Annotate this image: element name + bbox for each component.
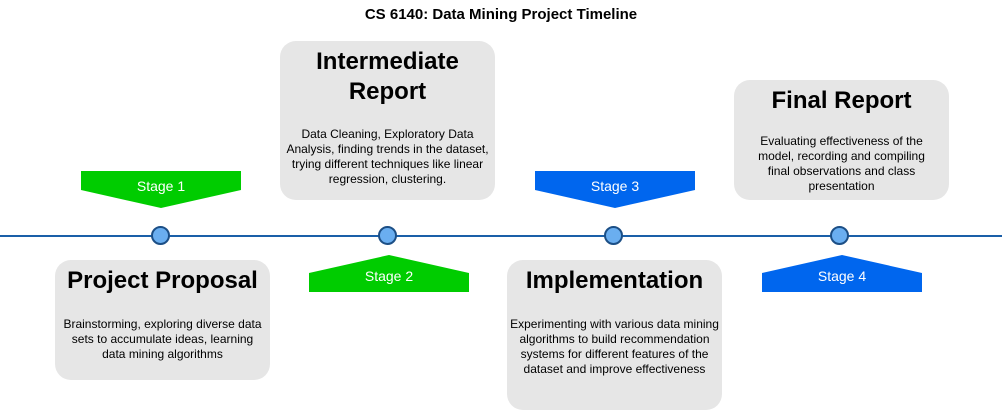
stage-1-card: Project Proposal Brainstorming, explorin…	[55, 260, 270, 380]
stage-2-marker: Stage 2	[309, 255, 469, 292]
stage-3-description: Experimenting with various data mining a…	[510, 317, 719, 376]
stage-1-description: Brainstorming, exploring diverse data se…	[63, 317, 262, 361]
stage-4-marker: Stage 4	[762, 255, 922, 292]
stage-4-description: Evaluating effectiveness of the model, r…	[758, 134, 925, 193]
timeline-node-stage-4	[830, 226, 849, 245]
stage-3-marker-shape	[535, 171, 695, 208]
stage-2-card: Intermediate Report Data Cleaning, Explo…	[280, 41, 495, 200]
timeline-line	[0, 235, 1002, 237]
timeline-node-stage-2	[378, 226, 397, 245]
stage-1-marker: Stage 1	[81, 171, 241, 208]
stage-1-title: Project Proposal	[67, 267, 258, 294]
stage-2-marker-shape	[309, 255, 469, 292]
stage-4-title: Final Report	[771, 87, 912, 114]
timeline-node-stage-3	[604, 226, 623, 245]
stage-2-label: Stage 2	[364, 268, 414, 284]
stage-4-label: Stage 4	[817, 268, 867, 284]
page-title: CS 6140: Data Mining Project Timeline	[364, 6, 638, 23]
stage-3-label: Stage 3	[590, 178, 640, 194]
stage-1-label: Stage 1	[136, 178, 186, 194]
stage-1-marker-shape	[81, 171, 241, 208]
stage-3-card: Implementation Experimenting with variou…	[507, 260, 722, 410]
stage-3-title: Implementation	[525, 267, 704, 294]
stage-2-title: Intermediate Report	[316, 48, 459, 105]
timeline-node-stage-1	[151, 226, 170, 245]
stage-4-card: Final Report Evaluating effectiveness of…	[734, 80, 949, 200]
stage-2-description: Data Cleaning, Exploratory Data Analysis…	[286, 127, 489, 186]
stage-4-marker-shape	[762, 255, 922, 292]
stage-3-marker: Stage 3	[535, 171, 695, 208]
